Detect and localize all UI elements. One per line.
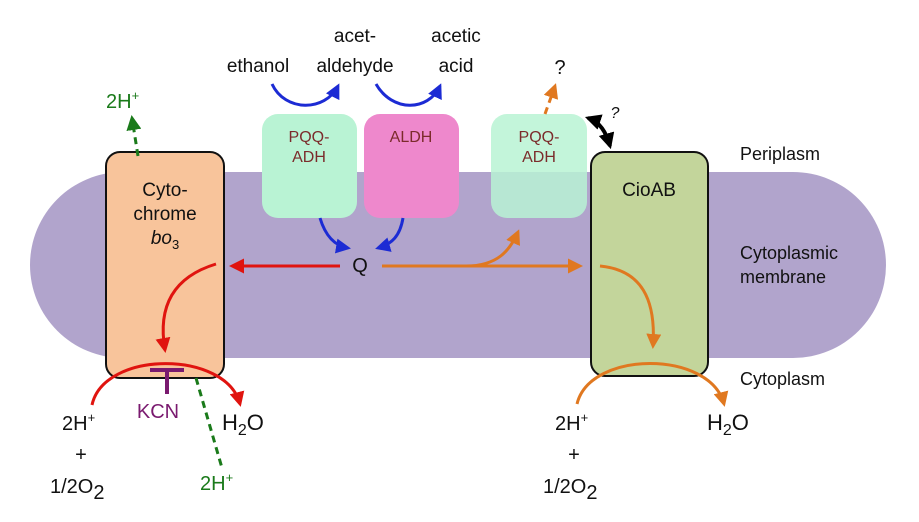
left-protons-in-label: 2H+ <box>62 410 95 435</box>
cytoplasm-label: Cytoplasm <box>740 369 825 389</box>
kcn-label: KCN <box>137 401 179 423</box>
cytochrome-label-line1: Cyto- <box>142 180 187 201</box>
aldh-to-q-arrow <box>375 217 405 252</box>
pqq-adh-to-q-arrow <box>318 217 351 254</box>
acetaldehyde-label-line2: aldehyde <box>316 56 393 77</box>
aldh-enzyme <box>364 114 459 218</box>
cytochrome-internal-arrow <box>155 262 217 353</box>
cytochrome-reaction-arc <box>90 362 245 407</box>
cytochrome-label-line3: bo3 <box>151 228 179 252</box>
proton-pumping-arrow <box>126 115 142 157</box>
acetaldehyde-to-acetic-arrow <box>374 83 442 107</box>
left-oxygen-label: 1/2O2 <box>50 476 104 504</box>
cioab-label: CioAB <box>622 180 676 201</box>
cytochrome-label-line2: chrome <box>133 204 196 225</box>
proton-uptake-dashed-line <box>194 377 224 469</box>
pqq-adh-label-line2: ADH <box>292 149 326 166</box>
q-to-pqq-adh-2-arrow <box>465 229 520 268</box>
bottom-proton-label: 2H+ <box>200 470 233 495</box>
cioab-complex <box>590 151 709 377</box>
pqq-adh-2-to-unknown-arrow <box>543 83 559 115</box>
pqq-adh-2-label-line2: ADH <box>522 149 556 166</box>
left-water-label: H2O <box>222 410 264 439</box>
aldh-label: ALDH <box>390 129 433 146</box>
right-oxygen-label: 1/2O2 <box>543 476 597 504</box>
acetaldehyde-label-line1: acet- <box>334 26 376 47</box>
unknown-product-label: ? <box>554 57 565 79</box>
right-protons-in-label: 2H+ <box>555 410 588 435</box>
pumped-proton-label: 2H+ <box>106 88 139 113</box>
right-water-label: H2O <box>707 410 749 439</box>
pqq-adh-2-label-line1: PQQ- <box>519 129 560 146</box>
unknown-interaction-label: ? <box>611 105 620 122</box>
periplasm-label: Periplasm <box>740 144 820 164</box>
cioab-reaction-arc <box>575 362 729 407</box>
pqq-adh-enzyme-2 <box>491 114 587 218</box>
pqq-adh-cioab-interaction-arrow <box>584 114 615 150</box>
ethanol-to-acetaldehyde-arrow <box>270 83 340 107</box>
acetic-acid-label-line2: acid <box>439 56 474 77</box>
right-plus-label: + <box>568 444 580 466</box>
quinone-label: Q <box>352 255 368 277</box>
membrane-label-line2: membrane <box>740 267 826 287</box>
membrane-label-line1: Cytoplasmic <box>740 243 838 263</box>
pqq-adh-label-line1: PQQ- <box>289 129 330 146</box>
left-plus-label: + <box>75 444 87 466</box>
ethanol-label: ethanol <box>227 56 289 77</box>
cioab-internal-arrow <box>599 264 662 349</box>
pqq-adh-enzyme <box>262 114 357 218</box>
acetic-acid-label-line1: acetic <box>431 26 481 47</box>
